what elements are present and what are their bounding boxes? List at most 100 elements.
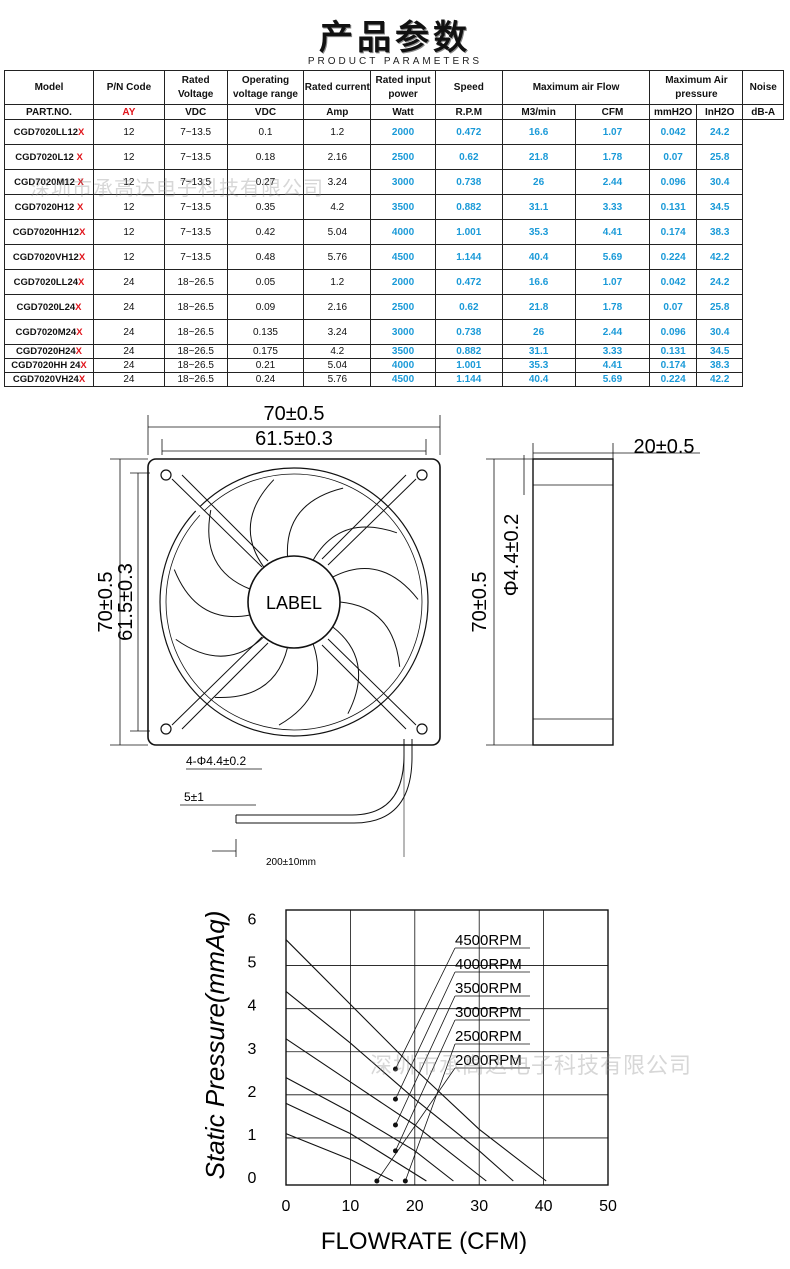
header-pn-code: P/N Code xyxy=(93,70,165,105)
fan-dimension-drawing: 70±0.5 61.5±0.3 70±0.5 61.5±0.3 LABEL 20… xyxy=(95,403,700,868)
cell-dba: 34.5 xyxy=(695,344,744,359)
cell-watt: 2.16 xyxy=(303,294,372,320)
cell-amp: 0.05 xyxy=(226,269,305,295)
part-suffix-marker: X xyxy=(75,346,83,357)
curve-4000rpm xyxy=(285,990,514,1182)
cell-vdc: 12 xyxy=(93,244,165,270)
cell-range: 18~26.5 xyxy=(163,372,228,387)
cell-mmh2o: 1.78 xyxy=(574,144,651,170)
dim-outer-side: 70±0.5 xyxy=(469,571,491,632)
fan-blade xyxy=(214,647,288,698)
dim-inner-left: 61.5±0.3 xyxy=(115,563,137,641)
cell-m3: 1.001 xyxy=(434,219,503,245)
series-pointer-head xyxy=(374,1178,380,1184)
series-pointer-head xyxy=(402,1178,408,1184)
series-pointer xyxy=(376,1067,456,1182)
cell-dba: 30.4 xyxy=(695,169,744,195)
cell-vdc: 12 xyxy=(93,219,165,245)
fan-label: LABEL xyxy=(266,593,322,613)
y-tick-label: 0 xyxy=(248,1170,257,1187)
series-pointer xyxy=(404,1043,456,1182)
cell-cfm: 31.1 xyxy=(501,194,576,220)
cell-dba: 42.2 xyxy=(695,244,744,270)
cell-cfm: 21.8 xyxy=(501,294,576,320)
cell-range: 18~26.5 xyxy=(163,358,228,373)
cell-watt: 1.2 xyxy=(303,119,372,145)
cell-amp: 0.42 xyxy=(226,219,305,245)
cell-inh2o: 0.224 xyxy=(649,244,697,270)
cell-cfm: 40.4 xyxy=(501,372,576,387)
dim-outer-left: 70±0.5 xyxy=(95,571,117,632)
part-number-text: CGD7020LL12 xyxy=(13,126,79,138)
spec-table: Model P/N Code Rated Voltage Operating v… xyxy=(3,70,784,387)
cell-dba: 38.3 xyxy=(695,219,744,245)
fan-blade xyxy=(278,643,319,726)
header-noise: Noise xyxy=(742,70,784,105)
cell-range: 7~13.5 xyxy=(163,144,228,170)
header-operating-range: Operating voltage range xyxy=(226,70,305,105)
cell-vdc: 24 xyxy=(93,269,165,295)
series-pointer-head xyxy=(392,1096,398,1102)
curve-3000rpm xyxy=(285,1077,454,1182)
dim-hole-side: Φ4.4±0.2 xyxy=(501,514,523,597)
series-label: 4000RPM xyxy=(455,956,522,973)
cell-watt: 3.24 xyxy=(303,319,372,345)
part-number-cell: CGD7020LL12X xyxy=(3,119,95,145)
units-cell: R.P.M xyxy=(434,104,503,120)
cell-cfm: 35.3 xyxy=(501,358,576,373)
cell-m3: 0.472 xyxy=(434,269,503,295)
series-pointer xyxy=(395,947,456,1070)
cell-rpm: 4000 xyxy=(370,358,436,373)
x-tick-label: 30 xyxy=(470,1198,488,1215)
series-label: 2000RPM xyxy=(455,1052,522,1069)
cell-m3: 0.62 xyxy=(434,144,503,170)
cell-range: 18~26.5 xyxy=(163,294,228,320)
cell-range: 7~13.5 xyxy=(163,119,228,145)
cell-amp: 0.135 xyxy=(226,319,305,345)
cell-rpm: 3000 xyxy=(370,169,436,195)
pn-code-cell: AY xyxy=(93,104,165,120)
cell-vdc: 24 xyxy=(93,294,165,320)
part-number-text: CGD7020VH12 xyxy=(12,251,79,263)
units-cell: Watt xyxy=(370,104,436,120)
part-suffix-marker: X xyxy=(78,276,85,288)
part-number-cell: CGD7020H24X xyxy=(3,344,95,359)
cell-inh2o: 0.174 xyxy=(649,219,697,245)
page-subtitle: PRODUCT PARAMETERS xyxy=(307,56,483,67)
x-tick-label: 10 xyxy=(342,1198,360,1215)
part-number-cell: CGD7020H12 X xyxy=(3,194,95,220)
chart-frame xyxy=(285,909,609,1186)
cell-watt: 4.2 xyxy=(303,344,372,359)
part-number-cell: CGD7020VH12X xyxy=(3,244,95,270)
cell-vdc: 12 xyxy=(93,119,165,145)
part-suffix-marker: X xyxy=(76,151,83,163)
cell-m3: 1.144 xyxy=(434,244,503,270)
cell-m3: 0.738 xyxy=(434,319,503,345)
cell-mmh2o: 1.78 xyxy=(574,294,651,320)
pressure-flow-chart: 4500RPM4000RPM3500RPM3000RPM2500RPM2000R… xyxy=(200,909,617,1255)
series-pointer-head xyxy=(392,1122,398,1128)
header-rated-current: Rated current xyxy=(303,70,372,105)
fan-blade xyxy=(332,568,419,600)
x-tick-label: 50 xyxy=(599,1198,617,1215)
units-cell: PART.NO. xyxy=(3,104,95,120)
cell-watt: 5.04 xyxy=(303,219,372,245)
cell-mmh2o: 4.41 xyxy=(574,358,651,373)
part-number-cell: CGD7020HH 24X xyxy=(3,358,95,373)
part-suffix-marker: X xyxy=(76,326,83,338)
cell-watt: 2.16 xyxy=(303,144,372,170)
x-tick-label: 20 xyxy=(406,1198,424,1215)
curve-2000rpm xyxy=(285,1133,394,1182)
fan-blade xyxy=(312,526,398,561)
units-cell: dB-A xyxy=(742,104,784,120)
units-cell: M3/min xyxy=(501,104,576,120)
cell-watt: 3.24 xyxy=(303,169,372,195)
y-tick-label: 2 xyxy=(248,1084,257,1101)
units-cell: VDC xyxy=(226,104,305,120)
cell-rpm: 2500 xyxy=(370,144,436,170)
